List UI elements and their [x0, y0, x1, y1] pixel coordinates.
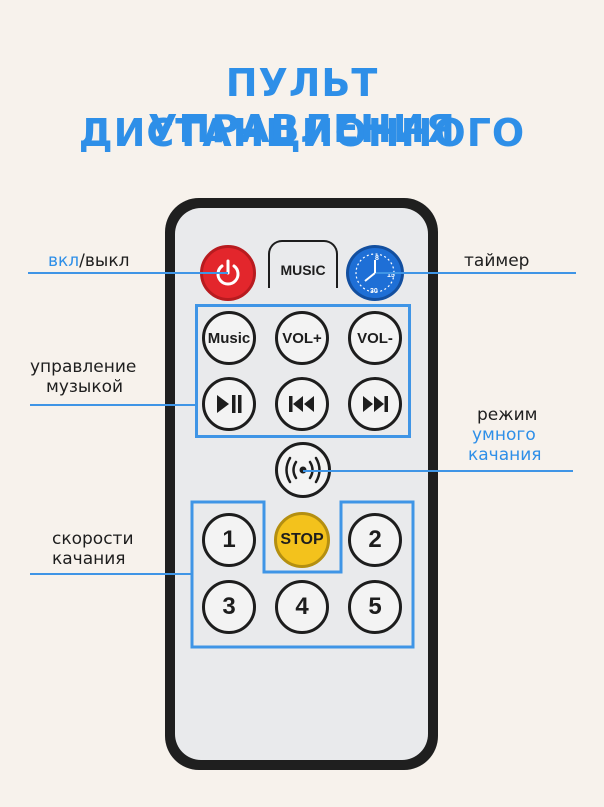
timer-mark-15: 15 [387, 272, 395, 279]
power-off-text: /выкл [79, 251, 130, 271]
timer-mark-8: 8 [375, 255, 379, 262]
next-track-button[interactable] [348, 377, 402, 431]
speed-3-button[interactable]: 3 [202, 580, 256, 634]
music-label: MUSIC [280, 262, 326, 278]
music-annotation-line [30, 404, 196, 406]
stop-button[interactable]: STOP [274, 512, 330, 568]
speed-1-button[interactable]: 1 [202, 513, 256, 567]
speed-2-button[interactable]: 2 [348, 513, 402, 567]
music-button-label: Music [207, 329, 251, 347]
speed-1-label: 1 [222, 526, 236, 553]
play-pause-icon [217, 395, 242, 413]
speed-4-label: 4 [295, 593, 309, 620]
speed-3-label: 3 [222, 593, 236, 620]
speeds-annotation-line2: качания [52, 549, 126, 569]
music-annotation-line2: музыкой [46, 377, 124, 397]
music-control-highlight [195, 304, 411, 438]
previous-track-button[interactable] [275, 377, 329, 431]
power-annotation-line [28, 272, 228, 274]
play-pause-button[interactable] [202, 377, 256, 431]
power-on-text: вкл [48, 251, 80, 271]
page-title-line-1: ПУЛЬТ ДИСТАНЦИОННОГО [78, 61, 526, 155]
smart-mode-annotation-line1: режим [477, 405, 538, 425]
power-icon [216, 259, 240, 286]
volume-down-button[interactable]: VOL- [348, 311, 402, 365]
smart-mode-annotation-line [303, 470, 573, 472]
speed-2-label: 2 [368, 526, 382, 553]
speed-5-button[interactable]: 5 [348, 580, 402, 634]
music-button[interactable]: Music [202, 311, 256, 365]
page-title-line-2: УПРАВЛЕНИЯ [148, 107, 456, 151]
speed-5-label: 5 [368, 593, 382, 620]
timer-annotation: таймер [464, 251, 530, 271]
power-annotation: вкл/выкл [48, 252, 129, 271]
previous-track-icon [289, 396, 314, 412]
next-track-icon [363, 396, 388, 412]
smart-mode-annotation-line3: качания [468, 445, 542, 465]
speeds-annotation-line1: скорости [52, 529, 134, 549]
smart-mode-annotation-line2: умного [472, 425, 536, 445]
timer-annotation-line [376, 272, 576, 274]
speeds-annotation-line [30, 573, 193, 575]
timer-mark-30: 30 [370, 288, 378, 295]
volume-up-label: VOL+ [282, 329, 322, 347]
volume-down-label: VOL- [357, 329, 393, 347]
music-tab [268, 240, 338, 288]
volume-up-button[interactable]: VOL+ [275, 311, 329, 365]
music-annotation-line1: управление [30, 357, 137, 377]
stop-label: STOP [280, 531, 324, 548]
speed-4-button[interactable]: 4 [275, 580, 329, 634]
